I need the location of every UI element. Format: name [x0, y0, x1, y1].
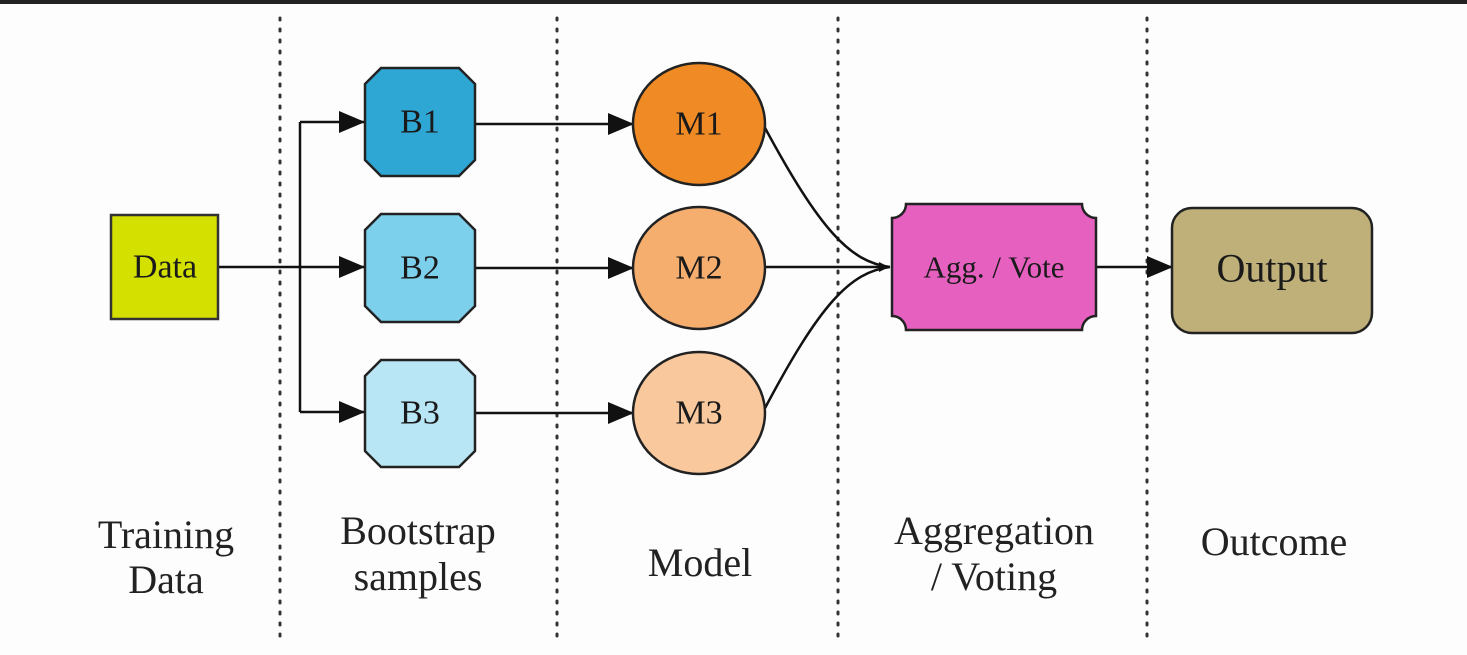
stage-bootstrap-line2: samples	[354, 554, 483, 599]
model-label-1: M1	[675, 106, 722, 143]
model-circle-3	[631, 350, 767, 476]
stage-training-line2: Data	[128, 557, 204, 602]
model-label-3: M3	[675, 395, 722, 432]
model-circle-2	[631, 205, 767, 331]
model-m2: M2	[631, 205, 767, 331]
bootstrap-octagon-1	[363, 66, 477, 178]
curve-m1-agg	[762, 125, 891, 269]
bootstrap-octagon-3	[363, 358, 477, 469]
stage-labels: Training Data Bootstrap samples Model Ag…	[98, 508, 1347, 602]
stage-training-line1: Training	[98, 512, 234, 557]
bootstrap-label-3: B3	[400, 395, 440, 432]
stage-separators	[278, 16, 1149, 642]
model-circle-1	[631, 61, 767, 187]
bootstrap-b1: B1	[363, 66, 477, 178]
aggregator-node: Agg. / Vote	[890, 202, 1098, 332]
stage-outcome-line1: Outcome	[1201, 519, 1348, 564]
bootstrap-octagon-2	[363, 212, 477, 324]
stage-bootstrap-line1: Bootstrap	[340, 508, 496, 553]
stage-aggregation-line1: Aggregation	[894, 508, 1094, 553]
aggregator-box	[890, 202, 1098, 332]
model-label-2: M2	[675, 250, 722, 287]
output-label: Output	[1216, 246, 1327, 291]
data-box	[109, 213, 220, 321]
bootstrap-b3: B3	[363, 358, 477, 469]
bootstrap-label-2: B2	[400, 250, 440, 287]
data-label: Data	[133, 249, 197, 286]
output-node: Output	[1170, 206, 1374, 335]
connectors	[219, 111, 1173, 424]
curve-m3-agg	[762, 265, 891, 411]
data-node: Data	[109, 213, 220, 321]
output-box	[1170, 206, 1374, 335]
model-m1: M1	[631, 61, 767, 187]
stage-model-line1: Model	[648, 540, 752, 585]
model-m3: M3	[631, 350, 767, 476]
bootstrap-label-1: B1	[400, 104, 440, 141]
stage-aggregation-line2: / Voting	[931, 554, 1057, 599]
aggregator-label: Agg. / Vote	[924, 250, 1065, 285]
bootstrap-b2: B2	[363, 212, 477, 324]
